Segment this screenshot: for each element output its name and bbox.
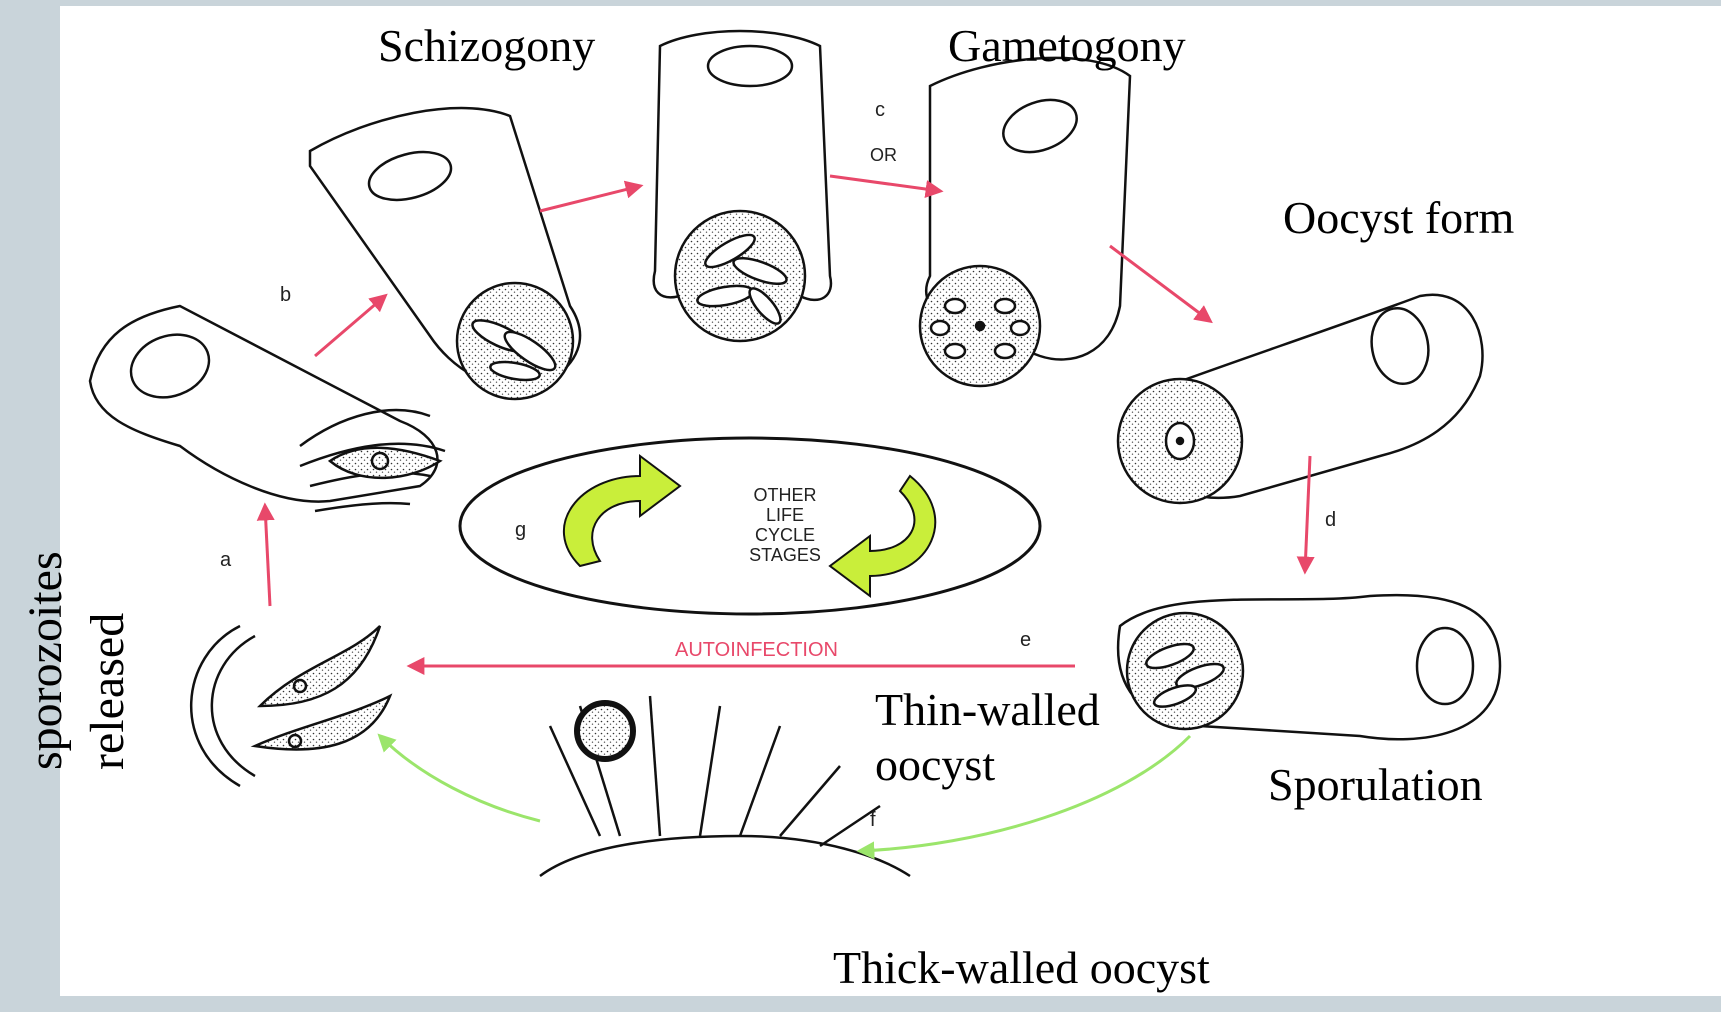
host-cell-6 [1118,595,1500,739]
left-band [0,0,60,1012]
label-thick-walled: Thick-walled oocyst [833,944,1210,992]
center-line-4: STAGES [749,545,821,565]
autoinfection-label: AUTOINFECTION [675,639,838,661]
diagram-canvas: a b c OR d e f g AUTOINFECTION OTHER LIF… [60,6,1721,996]
label-thin-walled-2: oocyst [875,741,995,789]
label-oocyst-form: Oocyst form [1283,194,1514,242]
thick-walled-oocyst [540,696,910,876]
center-line-2: LIFE [766,505,804,525]
host-cell-2 [310,108,580,399]
host-cell-1 [90,306,445,511]
host-cell-5 [1118,295,1483,503]
letter-a: a [220,549,232,571]
letter-g: g [515,519,526,541]
released-sporozoites [191,626,390,786]
or-text: OR [870,145,897,165]
center-line-1: OTHER [754,485,817,505]
host-cell-3 [654,31,831,341]
bottom-band [0,996,1721,1012]
letter-f: f [870,809,876,831]
green-arrows [380,736,1190,851]
letter-d: d [1325,509,1336,531]
label-gametogony: Gametogony [948,22,1186,70]
label-thin-walled-1: Thin-walled [875,686,1100,734]
other-stages-ellipse [460,438,1040,614]
letter-c: c [875,99,885,121]
label-sporulation: Sporulation [1268,761,1483,809]
label-sporozoites: sporozoites [18,551,73,770]
host-cell-4 [920,58,1130,386]
label-released: released [80,613,135,770]
label-schizogony: Schizogony [378,22,595,70]
center-line-3: CYCLE [755,525,815,545]
life-cycle-diagram: a b c OR d e f g AUTOINFECTION OTHER LIF… [60,6,1721,996]
letter-b: b [280,284,291,306]
letter-e: e [1020,629,1031,651]
